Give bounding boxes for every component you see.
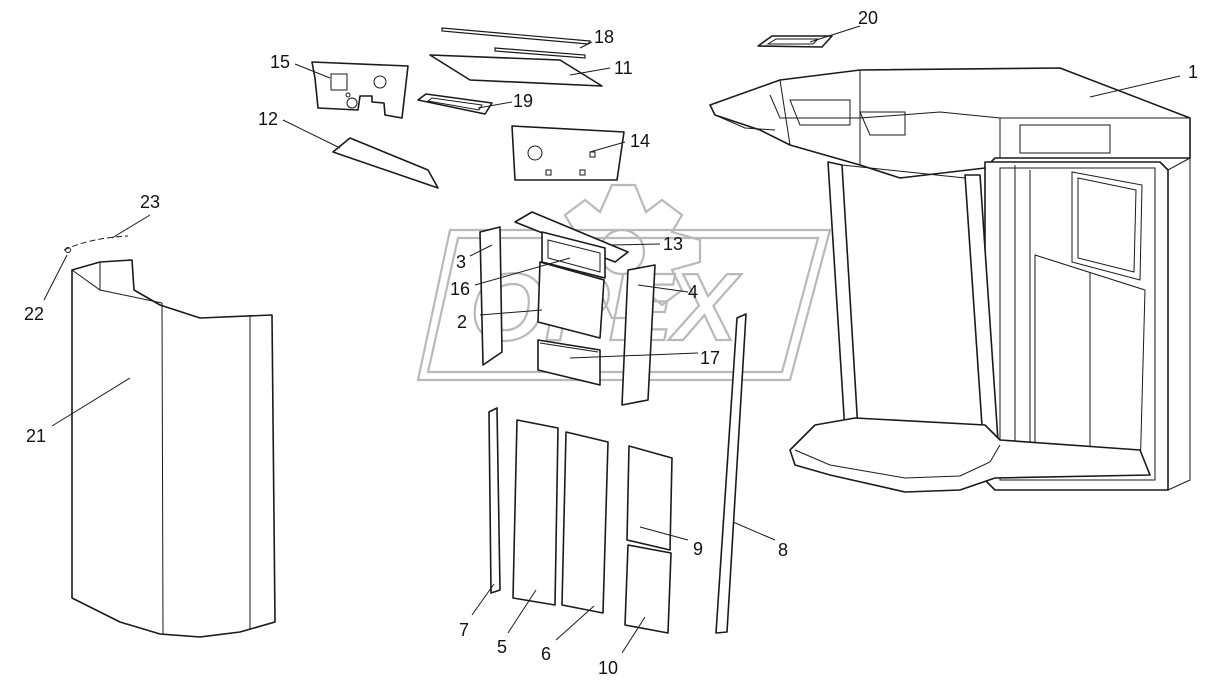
part-17-lower-panel xyxy=(537,339,601,386)
callout-8: 8 xyxy=(778,540,788,560)
part-18-strips xyxy=(441,27,592,59)
callout-13: 13 xyxy=(663,234,683,254)
part-5-panel xyxy=(512,419,559,606)
callout-17: 17 xyxy=(700,348,720,368)
callout-21: 21 xyxy=(26,426,46,446)
part-14-insulation-panel xyxy=(511,125,625,181)
watermark-text: OPEX xyxy=(470,254,742,361)
callout-6: 6 xyxy=(541,644,551,664)
callout-3: 3 xyxy=(456,252,466,272)
part-15-insulation-panel xyxy=(311,61,409,119)
part-20-hatch-seal xyxy=(757,35,833,48)
part-21-curved-panel xyxy=(71,259,276,638)
callout-11: 11 xyxy=(614,58,633,78)
callout-numbers: 1 2 3 4 5 6 7 8 9 10 11 12 13 14 15 16 1… xyxy=(24,8,1198,678)
callout-10: 10 xyxy=(598,658,618,678)
part-7-strip xyxy=(488,407,501,594)
part-22-23-seal-strip xyxy=(63,235,129,253)
callout-5: 5 xyxy=(497,637,507,657)
callout-18: 18 xyxy=(594,27,614,47)
callout-20: 20 xyxy=(858,8,878,28)
callout-7: 7 xyxy=(459,620,469,640)
part-19-hatch-seal xyxy=(417,93,493,115)
callout-9: 9 xyxy=(693,539,703,559)
callout-12: 12 xyxy=(258,109,278,129)
part-9-window-panel xyxy=(626,445,673,551)
leader-lines xyxy=(43,25,1181,654)
part-16-window-upper xyxy=(541,231,606,279)
cab-frame xyxy=(709,67,1191,493)
part-8-post xyxy=(715,313,747,634)
watermark-logo: OPEX xyxy=(416,183,832,382)
callout-16: 16 xyxy=(450,279,470,299)
callout-15: 15 xyxy=(270,52,290,72)
part-11-roof-panel xyxy=(429,54,603,87)
callout-14: 14 xyxy=(630,131,650,151)
callout-19: 19 xyxy=(513,91,533,111)
part-3-side-panel xyxy=(479,226,503,366)
callout-1: 1 xyxy=(1188,62,1198,82)
callout-22: 22 xyxy=(24,304,44,324)
callout-4: 4 xyxy=(688,282,698,302)
part-6-panel xyxy=(561,431,609,614)
part-12-strip xyxy=(332,137,439,189)
callout-23: 23 xyxy=(140,192,160,212)
part-4-side-panel xyxy=(621,264,656,406)
callout-2: 2 xyxy=(457,312,467,332)
part-10-panel xyxy=(624,544,672,634)
part-2-window xyxy=(537,261,605,339)
